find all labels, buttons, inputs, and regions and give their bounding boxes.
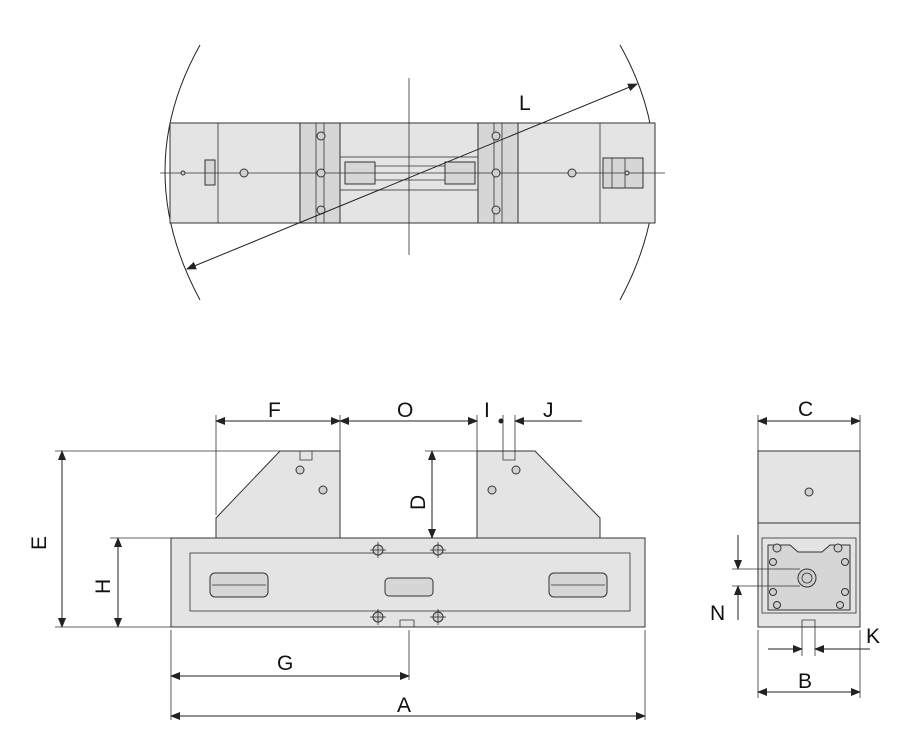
- label-E: E: [28, 536, 51, 550]
- left-jaw: [215, 450, 341, 539]
- spindle-icon: [797, 568, 817, 588]
- hole-icon: [769, 558, 777, 566]
- top-view: L: [160, 44, 665, 301]
- label-J: J: [543, 399, 554, 422]
- hole-icon: [491, 131, 501, 141]
- screw-icon: [430, 609, 446, 625]
- label-H: H: [92, 579, 115, 594]
- label-L: L: [519, 92, 531, 115]
- right-jaw: [476, 450, 601, 539]
- hole-icon: [239, 168, 249, 178]
- hole-icon: [833, 543, 843, 553]
- hole-icon: [567, 168, 577, 178]
- label-N: N: [710, 602, 725, 625]
- front-view: F O I J E H D G A: [28, 399, 646, 720]
- label-A: A: [397, 694, 411, 717]
- hole-icon: [491, 168, 501, 178]
- screw-icon: [370, 609, 386, 625]
- hole-icon: [180, 170, 186, 176]
- hole-icon: [316, 168, 326, 178]
- label-B: B: [798, 670, 812, 693]
- hole-icon: [491, 205, 501, 215]
- label-K: K: [866, 625, 880, 648]
- hole-icon: [316, 131, 326, 141]
- label-C: C: [798, 398, 813, 421]
- side-view: C N K B: [710, 398, 880, 698]
- hole-icon: [487, 485, 497, 495]
- side-jaw: [757, 450, 861, 524]
- hole-icon: [772, 543, 782, 553]
- screw-icon: [370, 542, 386, 558]
- hole-icon: [769, 588, 777, 596]
- hole-icon: [841, 558, 849, 566]
- hole-icon: [295, 465, 305, 475]
- label-F: F: [268, 399, 281, 422]
- label-O: O: [397, 399, 413, 422]
- hole-icon: [318, 485, 328, 495]
- hole-icon: [836, 601, 844, 609]
- dimension-line-L: [186, 83, 638, 270]
- hole-icon: [804, 487, 814, 497]
- hole-icon: [773, 601, 781, 609]
- hole-icon: [841, 588, 849, 596]
- label-G: G: [277, 652, 293, 675]
- label-D: D: [407, 495, 430, 510]
- hole-icon: [511, 465, 521, 475]
- screw-icon: [430, 542, 446, 558]
- label-I: I: [484, 399, 490, 422]
- hole-icon: [624, 170, 630, 176]
- top-view-left-arc: [164, 44, 201, 301]
